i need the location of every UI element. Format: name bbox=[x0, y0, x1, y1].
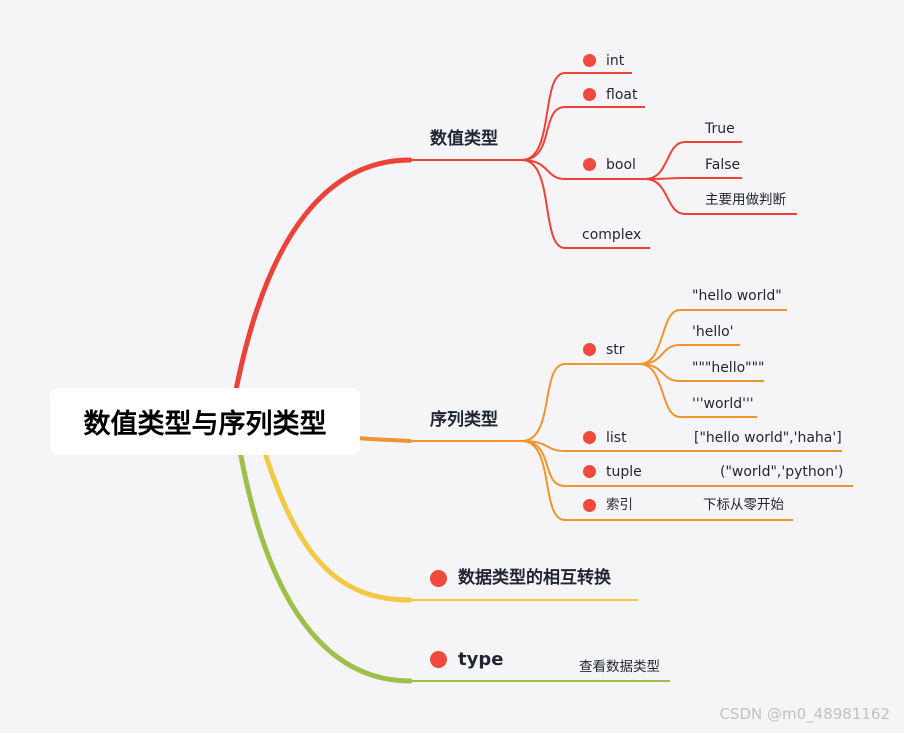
bullet-dot-icon bbox=[430, 651, 447, 668]
branch-type-label[interactable]: type bbox=[458, 649, 504, 670]
connector-root-type bbox=[238, 453, 413, 684]
node-list-note[interactable]: ["hello world",'haha'] bbox=[694, 430, 842, 446]
root-node[interactable]: 数值类型与序列类型 bbox=[50, 388, 360, 455]
node-list[interactable]: list bbox=[606, 430, 627, 446]
node-bool-note[interactable]: 主要用做判断 bbox=[705, 192, 786, 208]
connector-root-numeric bbox=[233, 157, 413, 393]
node-type-note[interactable]: 查看数据类型 bbox=[579, 659, 660, 675]
node-str-example-2[interactable]: 'hello' bbox=[692, 324, 734, 340]
numeric-connectors bbox=[521, 72, 797, 249]
node-bool[interactable]: bool bbox=[606, 157, 636, 173]
bullet-dot-icon bbox=[583, 431, 596, 444]
node-true[interactable]: True bbox=[705, 121, 735, 137]
node-int[interactable]: int bbox=[606, 53, 625, 69]
node-str-example-3[interactable]: """hello""" bbox=[692, 360, 765, 376]
branch-conversion-label[interactable]: 数据类型的相互转换 bbox=[458, 568, 611, 588]
branch-numeric-label[interactable]: 数值类型 bbox=[430, 129, 498, 149]
node-index[interactable]: 索引 bbox=[606, 497, 633, 513]
bullet-dot-icon bbox=[583, 88, 596, 101]
branch-sequence-label[interactable]: 序列类型 bbox=[430, 410, 498, 430]
watermark: CSDN @m0_48981162 bbox=[719, 705, 890, 723]
bullet-dot-icon bbox=[583, 499, 596, 512]
bullet-dot-icon bbox=[583, 158, 596, 171]
connector-root-conversion bbox=[263, 453, 413, 603]
root-label: 数值类型与序列类型 bbox=[83, 409, 327, 440]
sequence-connectors bbox=[521, 309, 853, 521]
node-false[interactable]: False bbox=[705, 157, 741, 173]
node-str-example-1[interactable]: "hello world" bbox=[692, 288, 782, 304]
connector-root-sequence bbox=[356, 436, 412, 443]
bullet-dot-icon bbox=[583, 465, 596, 478]
node-index-note[interactable]: 下标从零开始 bbox=[703, 497, 784, 513]
node-complex[interactable]: complex bbox=[582, 227, 642, 243]
node-str[interactable]: str bbox=[606, 342, 625, 358]
bullet-dot-icon bbox=[430, 570, 447, 587]
bullet-dot-icon bbox=[583, 343, 596, 356]
node-tuple-note[interactable]: ("world",'python') bbox=[720, 464, 844, 480]
bullet-dot-icon bbox=[583, 54, 596, 67]
node-str-example-4[interactable]: '''world''' bbox=[692, 396, 754, 412]
node-tuple[interactable]: tuple bbox=[606, 464, 642, 480]
node-float[interactable]: float bbox=[606, 87, 638, 103]
